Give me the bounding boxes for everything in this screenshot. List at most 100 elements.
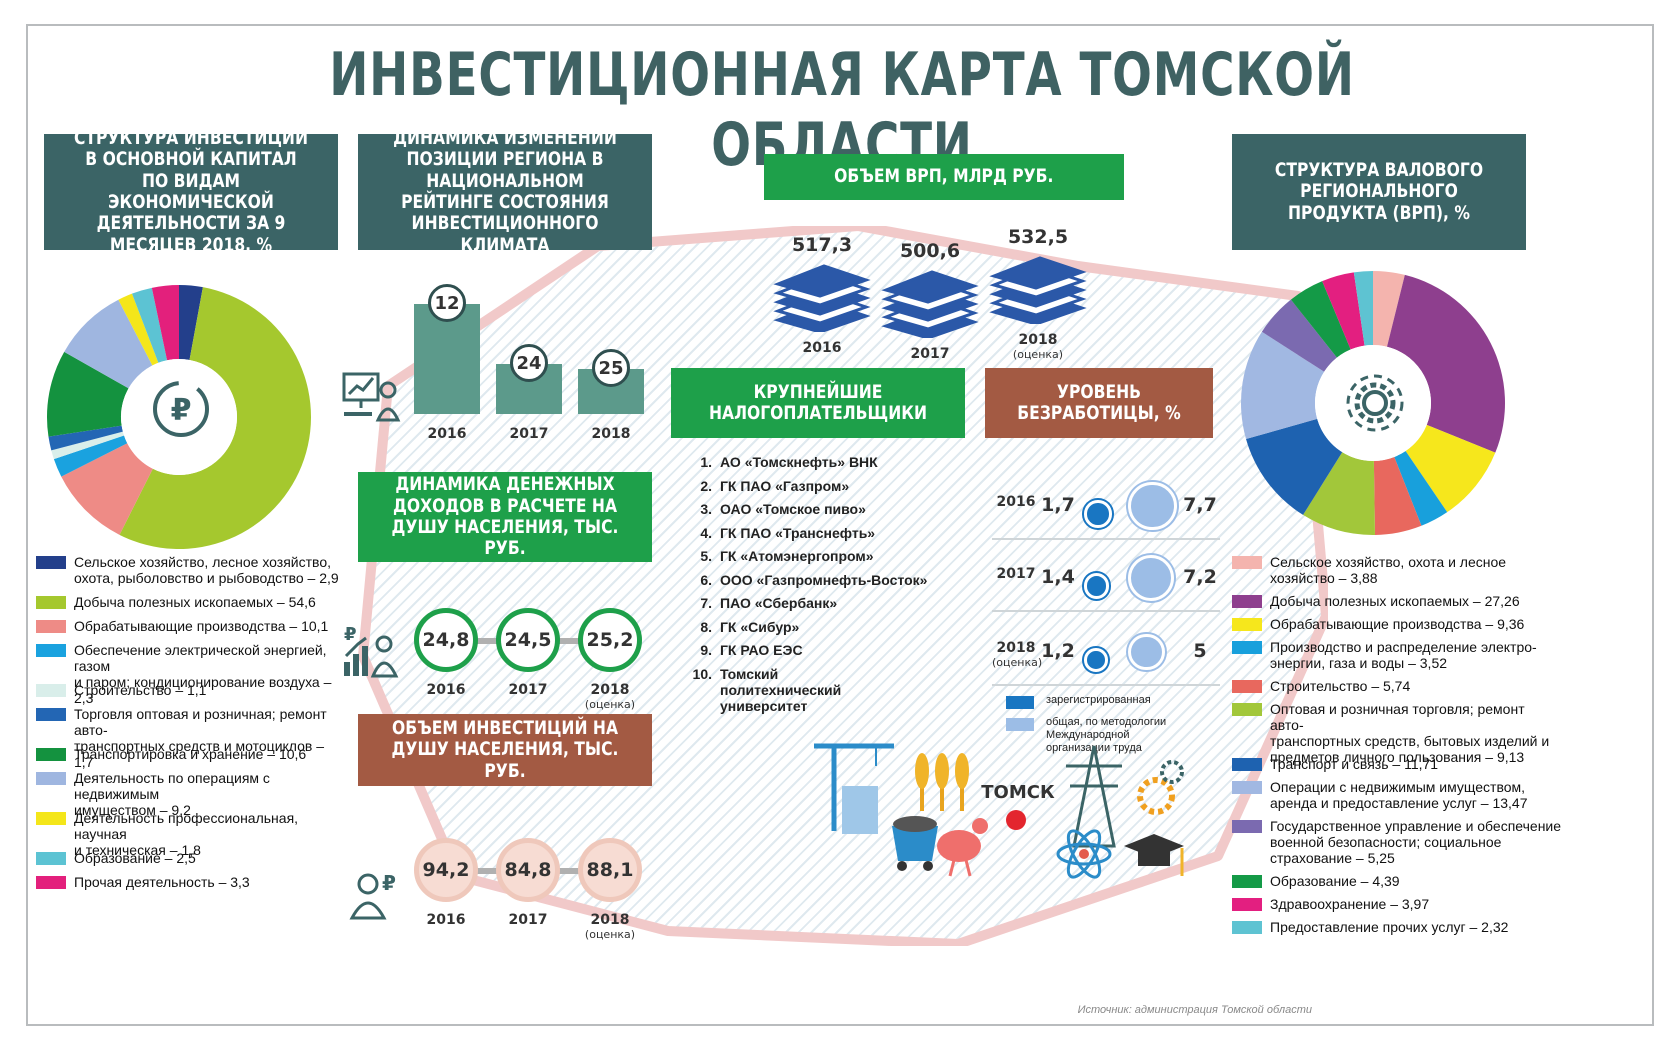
legend-item: Сельское хозяйство, охота и лесное хозяй… <box>1232 554 1506 586</box>
grp-structure-pie <box>1241 271 1505 535</box>
grp-structure-header: СТРУКТУРА ВАЛОВОГО РЕГИОНАЛЬНОГО ПРОДУКТ… <box>1232 134 1526 250</box>
rating-value: 25 <box>592 349 630 387</box>
taxpayer-number: 3. <box>700 501 712 517</box>
year-label: 2018(оценка) <box>988 332 1088 361</box>
mine-cart-icon <box>892 816 938 871</box>
value-circle: 24,8 <box>414 608 478 672</box>
svg-text:₽: ₽ <box>171 393 192 428</box>
legend-label: Здравоохранение – 3,97 <box>1270 896 1430 912</box>
rooster-icon <box>937 818 988 877</box>
legend-label: Операции с недвижимым имуществом, аренда… <box>1270 779 1528 811</box>
pie-slice <box>51 431 125 460</box>
legend-label: Образование – 4,39 <box>1270 873 1400 889</box>
money-stack-icon <box>773 264 871 332</box>
taxpayer-name: ГК ПАО «Транснефть» <box>720 524 876 541</box>
legend-label: Сельское хозяйство, охота и лесное хозяй… <box>1270 554 1507 586</box>
legend-label: Обрабатывающие производства – 9,36 <box>1270 616 1525 632</box>
pie-slice <box>1322 272 1365 350</box>
legend-item: Строительство – 1,1 <box>36 682 206 698</box>
person-icon <box>1084 648 1108 672</box>
year-label: 2017 <box>508 912 548 928</box>
legend-label: Сельское хозяйство, лесное хозяйство, ох… <box>74 554 339 586</box>
value-circle: 24,5 <box>496 608 560 672</box>
unemployment-registered-value: 1,2 <box>1041 640 1075 662</box>
legend-item: Операции с недвижимым имуществом, аренда… <box>1232 779 1528 811</box>
svg-text:₽: ₽ <box>344 624 357 645</box>
presentation-icon <box>342 372 401 422</box>
grp-value: 532,5 <box>1007 226 1069 248</box>
taxpayer-item: 7.ПАО «Сбербанк» <box>688 595 837 611</box>
taxpayer-name: ГК РАО ЕЭС <box>720 642 803 658</box>
pie-slice <box>1373 456 1422 535</box>
pie-slice <box>1290 281 1351 358</box>
row-divider <box>992 538 1220 540</box>
gear-icon <box>1346 374 1404 432</box>
legend-label: Обеспечение электрической энергией, газо… <box>74 642 332 706</box>
legend-label: Оптовая и розничная торговля; ремонт авт… <box>1270 701 1550 765</box>
pie-slice <box>1387 274 1505 453</box>
grp-volume-header: ОБЪЕМ ВРП, МЛРД РУБ. <box>764 154 1124 200</box>
gears-icon <box>1137 760 1184 815</box>
taxpayer-item: 4.ГК ПАО «Транснефть» <box>688 525 875 541</box>
legend-swatch <box>1232 595 1262 608</box>
taxpayer-number: 6. <box>700 571 712 588</box>
legend-label: Прочая деятельность – 3,3 <box>74 874 250 890</box>
pie-slice <box>48 425 123 451</box>
legend-item: Строительство – 5,74 <box>1232 678 1410 694</box>
legend-swatch <box>36 812 66 825</box>
unemployment-registered-value: 1,4 <box>1041 566 1075 588</box>
invest-structure-header: СТРУКТУРА ИНВЕСТИЦИЙ В ОСНОВНОЙ КАПИТАЛ … <box>44 128 338 255</box>
legend-item: Образование – 4,39 <box>1232 873 1400 889</box>
pie-slice <box>1303 452 1375 535</box>
legend-swatch <box>1232 898 1262 911</box>
legend-item: Производство и распределение электро- эн… <box>1232 639 1537 671</box>
estimate-note: (оценка) <box>992 656 1043 669</box>
pie-slice <box>61 443 153 535</box>
legend-swatch <box>36 556 66 569</box>
taxpayer-name: ГК ПАО «Газпром» <box>720 477 850 494</box>
pie-slice <box>1394 450 1448 526</box>
grp-value: 500,6 <box>899 240 961 262</box>
pie-center <box>1315 345 1431 461</box>
taxpayer-item: 2.ГК ПАО «Газпром» <box>688 478 849 494</box>
taxpayer-item: 10.Томский политехнический университет <box>688 666 890 714</box>
income-growth-icon: ₽ <box>344 624 399 678</box>
pie-slice <box>131 287 168 363</box>
source-note: Источник: администрация Томской области <box>1077 1004 1312 1016</box>
legend-item: Здравоохранение – 3,97 <box>1232 896 1429 912</box>
legend-item: Добыча полезных ископаемых – 54,6 <box>36 594 316 610</box>
unemployment-total-value: 7,7 <box>1183 494 1217 516</box>
money-stack-icon <box>881 270 979 338</box>
legend-item: Деятельность профессиональная, научная и… <box>36 810 346 858</box>
legend-swatch <box>36 644 66 657</box>
legend-label: Добыча полезных ископаемых – 27,26 <box>1270 593 1520 609</box>
city-marker <box>1006 810 1026 830</box>
person-icon <box>1084 500 1112 528</box>
legend-swatch <box>1232 758 1262 771</box>
legend-swatch <box>1006 696 1034 709</box>
taxpayer-name: ГК «Сибур» <box>720 618 800 635</box>
legend-swatch <box>36 852 66 865</box>
legend-item: общая, по методологии Международной орга… <box>1006 716 1196 755</box>
pie-slice <box>119 287 311 549</box>
rating-header: ДИНАМИКА ИЗМЕНЕНИЙ ПОЗИЦИИ РЕГИОНА В НАЦ… <box>358 128 652 255</box>
pie-slice <box>1353 271 1373 346</box>
invest-per-capita-header: ОБЪЕМ ИНВЕСТИЦИЙ НА ДУШУ НАСЕЛЕНИЯ, ТЫС.… <box>358 714 652 786</box>
year-label: 2018(оценка) <box>578 912 642 941</box>
legend-swatch <box>1232 781 1262 794</box>
taxpayer-number: 9. <box>700 642 712 658</box>
taxpayer-name: ОАО «Томское пиво» <box>720 501 866 517</box>
pie-slice <box>1261 299 1337 372</box>
svg-text:₽: ₽ <box>382 871 396 895</box>
estimate-note: (оценка) <box>1012 348 1064 361</box>
legend-item: Государственное управление и обеспечение… <box>1232 818 1561 866</box>
investor-icon: ₽ <box>349 871 396 920</box>
taxpayer-item: 6.ООО «Газпромнефть-Восток» <box>688 572 927 588</box>
legend-swatch <box>36 876 66 889</box>
legend-label: зарегистрированная <box>1046 694 1151 706</box>
legend-label: Добыча полезных ископаемых – 54,6 <box>74 594 316 610</box>
year-label: 2016 <box>427 426 467 442</box>
person-icon <box>1128 633 1165 671</box>
legend-item: Обрабатывающие производства – 10,1 <box>36 618 328 634</box>
